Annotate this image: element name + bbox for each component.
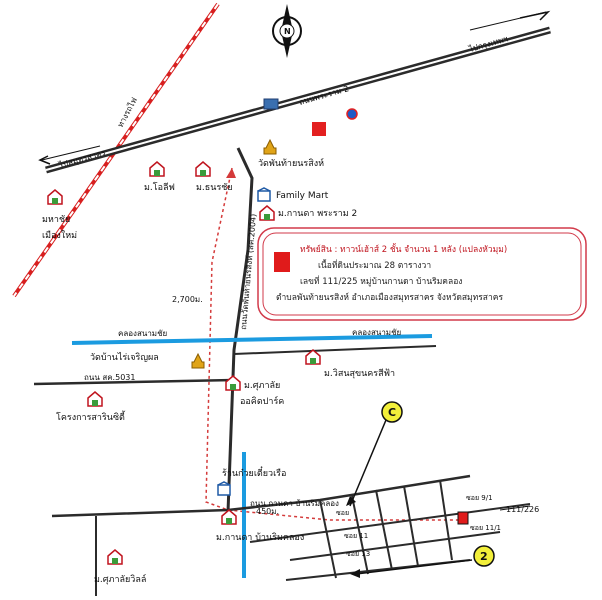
info-line-3: เลขที่ 111/225 หมู่บ้านกานดา บ้านริมคลอง: [300, 275, 462, 287]
to-bangkok-label: ไปกรุงเทพฯ: [467, 34, 509, 54]
soi-11-label: ซอย 11: [344, 532, 368, 540]
temple-icon: [263, 139, 277, 155]
north-compass-icon: [272, 4, 302, 58]
house-icon: [87, 391, 103, 407]
info-line-4: ตำบลพันท้ายนรสิงห์ อำเภอเมืองสมุทรสาคร จ…: [276, 292, 503, 303]
marker-2-label: 2: [480, 550, 488, 563]
north-label: N: [284, 27, 291, 36]
store-icon: [217, 481, 231, 496]
canal-east-label: คลองสนามชัย: [352, 328, 401, 337]
road-5031-label: ถนน สค.5031: [84, 373, 135, 382]
soi-13-label: ซอย 13: [346, 550, 370, 558]
info-line-2: เนื้อที่ดินประมาณ 28 ตารางวา: [318, 259, 431, 271]
house-icon: [305, 349, 321, 365]
rama2-highway: [45, 26, 551, 174]
house-number-label: 111/226: [506, 505, 539, 514]
arrow-east-icon: [519, 10, 551, 21]
property-info-box: [257, 227, 587, 321]
bank-icon: [263, 98, 279, 110]
family-mart-label: Family Mart: [276, 191, 329, 201]
shell-station-icon: [346, 108, 358, 120]
route-path: [205, 167, 462, 521]
marker-c-label: C: [388, 406, 396, 419]
fuel-station-icon: [312, 122, 326, 136]
marker-c: [346, 401, 403, 507]
canal-west-label: คลองสนามชัย: [118, 329, 167, 338]
sarin-label: โครงการสารินซิตี้: [56, 410, 126, 423]
temple-icon: [191, 353, 205, 369]
mahachai-label-2: เมืองใหม่: [42, 230, 77, 241]
suksa-ville-label: ม.ศุภาลัยวิลล์: [94, 573, 146, 585]
suksa-label-1: ม.ศุภาลัย: [244, 381, 280, 391]
soi-label: ซอย: [336, 509, 349, 517]
house-icon: [221, 509, 237, 525]
wat-rai-charoen-label: วัดบ้านไร่เจริญผล: [90, 352, 159, 363]
wat-phanthai-label: วัดพันท้ายนรสิงห์: [258, 157, 324, 169]
mahachai-label-1: มหาชัย: [42, 215, 70, 225]
olive-label: ม.โอลีฟ: [144, 182, 175, 193]
house-icon: [259, 205, 275, 221]
suksa-label-2: ออคิดปาร์ค: [240, 395, 284, 407]
house-icon: [225, 375, 241, 391]
road-bottom-west: [51, 474, 471, 518]
visun-label: ม.วิสนสุขนครสีฟ้า: [324, 368, 395, 379]
distance-450: 450ม.: [256, 507, 279, 516]
thanachai-label: ม.ธนรชัย: [196, 183, 233, 193]
canal-horizontal: [71, 334, 433, 345]
route-arrow-icon: [226, 168, 236, 178]
marker-2: [350, 545, 495, 578]
rama2-label: ถนนพระราม 2: [298, 84, 350, 107]
property-location-marker: [457, 511, 469, 525]
road-2004-label: ถนนวัดพันท้ายนรสิงห์ (สค.2004): [238, 213, 258, 330]
house-icon: [195, 161, 211, 177]
road-5031: [33, 378, 235, 386]
property-legend-icon: [274, 252, 290, 272]
distance-2700: 2,700ม.: [172, 295, 203, 304]
kanda-rama2-label: ม.กานดา พระราม 2: [278, 209, 357, 219]
kanda-rim-label: ม.กานดา บ้านริมคลอง: [216, 532, 304, 543]
to-samut-sakhon-label: ไปสมุทรสาคร: [57, 148, 107, 170]
soi-9-1-label: ซอย 9/1: [466, 494, 493, 502]
store-icon: [257, 187, 271, 202]
canal-road: [233, 345, 437, 355]
soi-11-1-label: ซอย 11/1: [470, 524, 501, 532]
info-line-1: ทรัพย์สิน : ทาวน์เฮ้าส์ 2 ชั้น จำนวน 1 ห…: [300, 243, 507, 255]
soi-main-label: ถนน กานดา บ้านริมคลอง: [250, 499, 339, 508]
noodle-shop-label: ร้านก๋วยเตี๋ยวเรือ: [222, 466, 286, 479]
house-icon: [149, 161, 165, 177]
road-2004: [226, 147, 254, 513]
arrow-west-icon: [38, 155, 51, 165]
house-icon: [107, 549, 123, 565]
house-icon: [47, 189, 63, 205]
